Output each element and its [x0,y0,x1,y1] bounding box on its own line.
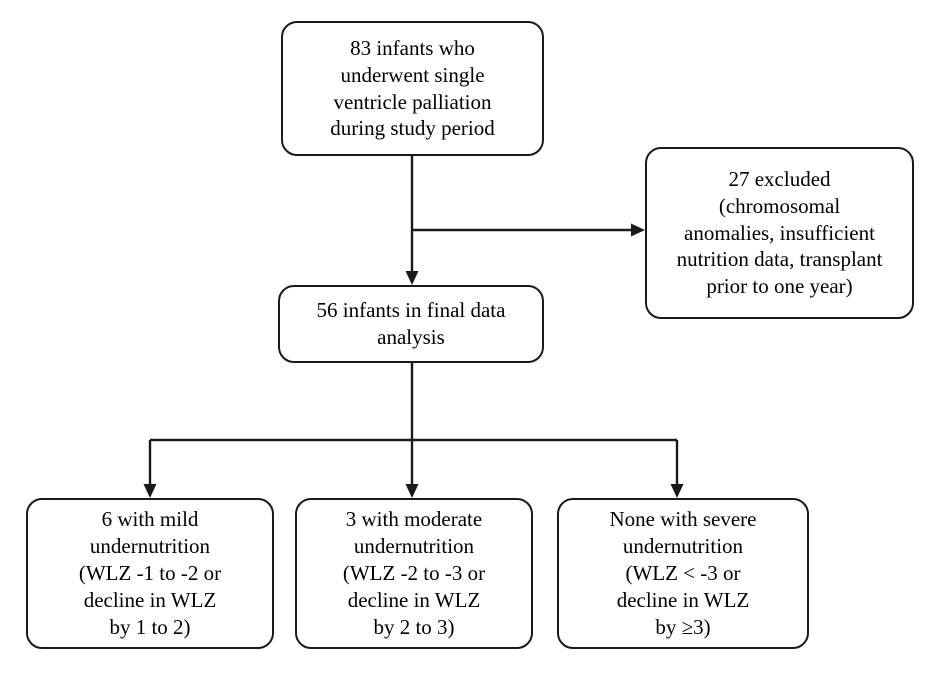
node-mild-undernutrition: 6 with mild undernutrition (WLZ -1 to -2… [26,498,274,649]
arrowhead-analysis-to-moderate [405,484,419,498]
node-mild-undernutrition-label: 6 with mild undernutrition (WLZ -1 to -2… [78,507,222,639]
arrowhead-source-to-analysis [405,271,419,285]
node-severe-undernutrition-label: None with severe undernutrition (WLZ < -… [609,507,757,639]
arrowhead-source-to-excluded [631,223,645,237]
node-moderate-undernutrition-label: 3 with moderate undernutrition (WLZ -2 t… [342,507,486,639]
node-final-analysis: 56 infants in final data analysis [278,285,544,363]
node-final-analysis-label: 56 infants in final data analysis [316,298,506,349]
node-moderate-undernutrition: 3 with moderate undernutrition (WLZ -2 t… [295,498,533,649]
arrowhead-analysis-to-severe [670,484,684,498]
arrowhead-analysis-to-mild [143,484,157,498]
node-excluded: 27 excluded (chromosomal anomalies, insu… [645,147,914,319]
node-source-population: 83 infants who underwent single ventricl… [281,21,544,156]
node-source-population-label: 83 infants who underwent single ventricl… [330,35,495,141]
node-excluded-label: 27 excluded (chromosomal anomalies, insu… [676,166,883,299]
node-severe-undernutrition: None with severe undernutrition (WLZ < -… [557,498,809,649]
